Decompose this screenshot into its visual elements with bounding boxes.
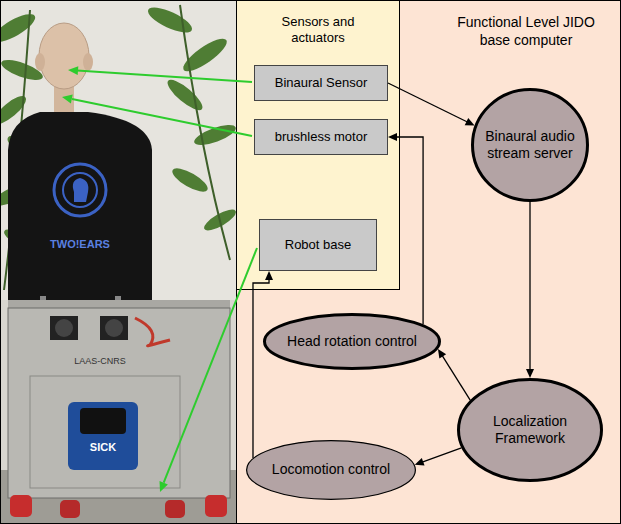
node-label: Binaural audio stream server — [482, 128, 578, 163]
connector-arrow — [388, 83, 475, 126]
ellipse-shape — [247, 441, 416, 500]
arrow-head — [388, 133, 397, 141]
node-label: Localization Framework — [475, 413, 585, 448]
arrow-head — [415, 458, 425, 466]
connector-arrow — [253, 271, 273, 458]
sensor-brand-text: SICK — [73, 441, 133, 454]
process-ellipse: Localization Framework — [457, 378, 603, 482]
node-label: Head rotation control — [280, 333, 425, 351]
connector-arrow — [415, 448, 462, 466]
robot-badge-text: LAAS-CNRS — [60, 356, 140, 367]
connector-line — [529, 202, 530, 370]
arrow-head — [465, 118, 475, 126]
process-ellipse: Locomotion control — [246, 440, 416, 500]
hardware-box: brushless motor — [254, 119, 388, 155]
sensor-group: Sensors and actuatorsBinaural Sensor brus… — [236, 0, 400, 290]
connector-line — [396, 137, 423, 324]
node-label: Locomotion control — [264, 461, 399, 479]
connector-arrow — [438, 349, 470, 400]
group-heading: Functional Level JIDO base computer — [456, 14, 596, 49]
ellipse-shape — [265, 315, 440, 369]
hardware-box: Binaural Sensor — [254, 65, 388, 101]
connector-line — [422, 448, 461, 462]
shirt-logo-text: TWO!EARS — [38, 238, 122, 251]
ellipse-outline — [457, 378, 603, 482]
ellipse-outline — [263, 313, 441, 370]
node-label: Robot base — [285, 237, 352, 253]
arrow-head — [438, 349, 446, 359]
hardware-box: Robot base — [259, 219, 377, 271]
connector-line — [253, 279, 269, 458]
label-holder: TWO!EARS — [38, 238, 122, 251]
robot-photo — [0, 0, 236, 524]
ellipse-shape — [459, 380, 602, 481]
connector-arrow — [526, 202, 534, 378]
computer-panel: Functional Level JIDO base computerBinau… — [236, 0, 621, 524]
connector-line — [388, 83, 467, 122]
label-holder: LAAS-CNRS — [60, 356, 140, 367]
arrow-head — [265, 271, 273, 280]
ellipse-shape — [473, 90, 588, 201]
process-ellipse: Head rotation control — [263, 313, 441, 370]
node-label: brushless motor — [275, 129, 367, 145]
connector-arrow — [388, 133, 423, 324]
label-holder: SICK — [73, 441, 133, 454]
ellipse-outline — [246, 440, 416, 500]
ellipse-outline — [471, 88, 589, 202]
process-ellipse: Binaural audio stream server — [471, 88, 589, 202]
node-label: Binaural Sensor — [275, 75, 368, 91]
group-heading: Sensors and actuators — [262, 14, 374, 47]
arrow-head — [526, 369, 534, 378]
connector-line — [442, 356, 470, 401]
